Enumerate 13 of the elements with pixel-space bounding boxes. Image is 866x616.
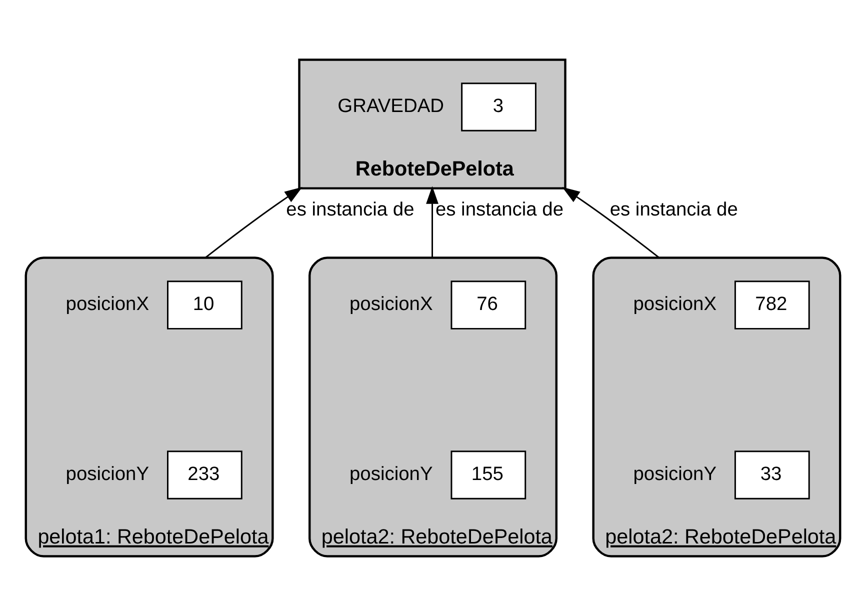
node-label: posicionX [350,294,433,316]
node-label: posicionY [633,464,717,486]
arrow [426,186,438,258]
node-label: posicionY [66,464,150,486]
node-label: posicionY [350,464,433,486]
edge-label: es instancia de [435,199,564,220]
edge-label: es instancia de [286,199,414,220]
node-label: posicionX [66,294,150,316]
edge-label: es instancia de [610,199,738,220]
arrow [204,187,302,258]
arrow [562,187,660,258]
node-label: GRAVEDAD [338,96,444,118]
node-label: posicionX [633,294,717,316]
